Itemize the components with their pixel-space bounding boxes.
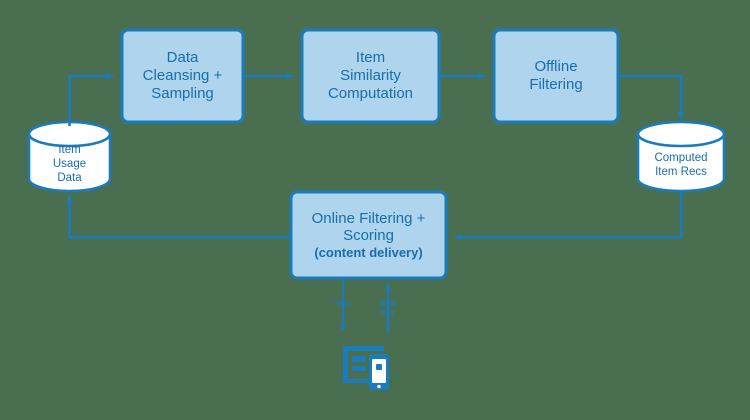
news-and-phone-icon bbox=[343, 346, 389, 390]
node-item-usage-data[interactable] bbox=[27, 120, 112, 193]
edge-usage-to-cleansing bbox=[68, 72, 114, 126]
edge-online-to-usage bbox=[65, 195, 291, 239]
edge-offline-to-recs bbox=[618, 74, 685, 120]
node-offline-filtering[interactable] bbox=[492, 28, 620, 124]
node-data-cleansing[interactable] bbox=[120, 28, 245, 124]
node-item-similarity[interactable] bbox=[300, 28, 441, 124]
node-online-filtering[interactable] bbox=[289, 190, 448, 280]
node-computed-item-recs[interactable] bbox=[636, 120, 726, 193]
edge-recs-to-online bbox=[454, 190, 683, 241]
